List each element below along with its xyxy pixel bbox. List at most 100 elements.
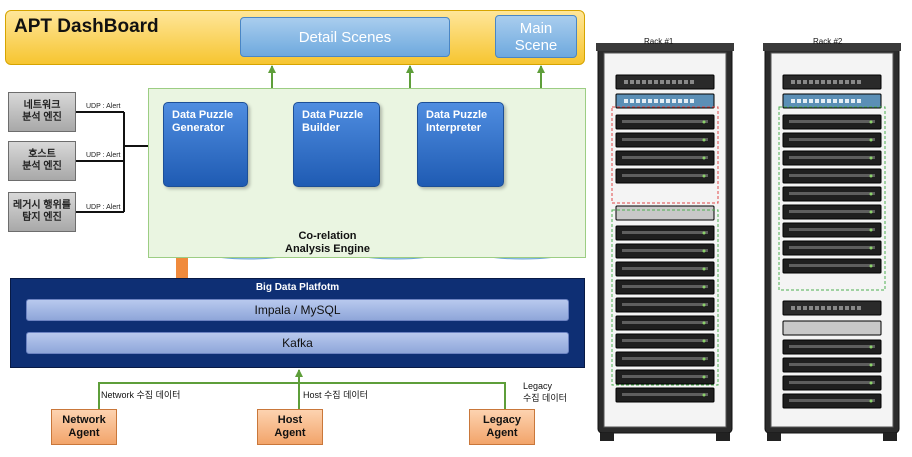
rack-2-port — [809, 99, 813, 103]
rack-2-port — [833, 306, 837, 310]
rack-1-server-unit — [615, 205, 715, 221]
rack-1-port — [624, 99, 628, 103]
rack-2-drive-bay — [789, 381, 875, 384]
rack-2-server-unit — [782, 300, 882, 316]
rack-1-green-group — [611, 209, 719, 386]
rack-1-status-led — [702, 303, 706, 307]
rack-2-port — [851, 306, 855, 310]
rack-2-port — [821, 80, 825, 84]
rack-2-port — [791, 306, 795, 310]
rack-1-status-led — [702, 357, 706, 361]
rack-1-foot — [600, 433, 614, 441]
rack-2-port — [815, 80, 819, 84]
rack-1-drive-bay — [622, 375, 708, 378]
rack-2-port — [827, 306, 831, 310]
rack-1-status-led — [702, 285, 706, 289]
rack-1-drive-bay — [622, 303, 708, 306]
rack-2-port — [833, 99, 837, 103]
rack-1-drive-bay — [622, 174, 708, 177]
rack-2-port — [833, 80, 837, 84]
rack-2-drive-bay — [789, 228, 875, 231]
data-puzzle-builder: Data Puzzle Builder — [293, 102, 380, 187]
rack-2-status-led — [869, 381, 873, 385]
agent-feed-line — [299, 382, 506, 409]
rack-1-status-led — [702, 249, 706, 253]
rack-2-port — [797, 306, 801, 310]
engine-label: Co-relation Analysis Engine — [285, 230, 370, 255]
rack-1-port — [636, 99, 640, 103]
rack-2-status-led — [869, 138, 873, 142]
rack-1-status-led — [702, 120, 706, 124]
rack-2-port — [809, 80, 813, 84]
rack-2-green-group — [778, 106, 886, 291]
network-data-label: Network 수집 데이터 — [101, 390, 181, 400]
rack-2-drive-bay — [789, 210, 875, 213]
rack-2-port — [839, 99, 843, 103]
legacy-agent: Legacy Agent — [469, 409, 535, 445]
rack-1-drive-bay — [622, 231, 708, 234]
detail-scenes-button[interactable]: Detail Scenes — [240, 17, 450, 57]
agent-feed-line — [98, 382, 299, 409]
rack-1-port — [648, 99, 652, 103]
kafka-layer: Kafka — [26, 332, 569, 354]
rack-1-drive-bay — [622, 339, 708, 342]
rack-2 — [763, 43, 901, 441]
rack-2-port — [791, 99, 795, 103]
rack-1-drive-bay — [622, 267, 708, 270]
rack-2-status-led — [869, 192, 873, 196]
rack-2-status-led — [869, 246, 873, 250]
rack-2-status-led — [869, 120, 873, 124]
rack-1-drive-bay — [622, 357, 708, 360]
rack-2-drive-bay — [789, 192, 875, 195]
rack-1-status-led — [702, 339, 706, 343]
rack-2-server-unit — [782, 320, 882, 336]
rack-2-port — [827, 99, 831, 103]
rack-2-drive-bay — [789, 156, 875, 159]
rack-2-port — [845, 80, 849, 84]
rack-1-status-led — [702, 138, 706, 142]
rack-2-port — [791, 80, 795, 84]
rack-1-status-led — [702, 321, 706, 325]
rack-1-port — [684, 99, 688, 103]
rack-1-port — [630, 99, 634, 103]
udp-alert-label: UDP : Alert — [86, 103, 121, 110]
rack-1-drive-bay — [622, 120, 708, 123]
main-scene-button[interactable]: Main Scene — [495, 15, 577, 58]
data-puzzle-interpreter: Data Puzzle Interpreter — [417, 102, 504, 187]
rack-1-status-led — [702, 393, 706, 397]
rack-2-top-cap — [763, 43, 901, 51]
rack-2-status-led — [869, 156, 873, 160]
rack-2-drive-bay — [789, 264, 875, 267]
rack-1-port — [672, 99, 676, 103]
rack-1-drive-bay — [622, 138, 708, 141]
host-data-label: Host 수집 데이터 — [303, 390, 368, 400]
rack-1-status-led — [702, 375, 706, 379]
rack-1-port — [690, 99, 694, 103]
data-puzzle-generator: Data Puzzle Generator — [163, 102, 248, 187]
rack-1-port — [642, 80, 646, 84]
rack-1-label: Rack #1 — [644, 37, 674, 46]
rack-2-port — [839, 306, 843, 310]
rack-2-drive-bay — [789, 345, 875, 348]
rack-1-drive-bay — [622, 321, 708, 324]
rack-2-status-led — [869, 264, 873, 268]
rack-2-port — [857, 306, 861, 310]
rack-2-drive-bay — [789, 246, 875, 249]
rack-2-status-led — [869, 363, 873, 367]
impala-mysql-layer: Impala / MySQL — [26, 299, 569, 321]
rack-1-port — [684, 80, 688, 84]
rack-1-port — [678, 99, 682, 103]
rack-2-port — [815, 99, 819, 103]
rack-1-port — [690, 80, 694, 84]
rack-2-port — [797, 80, 801, 84]
legacy-detection-engine: 레거시 행위를 탐지 엔진 — [8, 192, 76, 232]
rack-1-status-led — [702, 267, 706, 271]
host-agent: Host Agent — [257, 409, 323, 445]
rack-1-port — [636, 80, 640, 84]
rack-1-port — [624, 80, 628, 84]
rack-1-drive-bay — [622, 285, 708, 288]
rack-2-drive-bay — [789, 174, 875, 177]
rack-2-port — [803, 306, 807, 310]
rack-2-port — [821, 99, 825, 103]
rack-2-port — [821, 306, 825, 310]
